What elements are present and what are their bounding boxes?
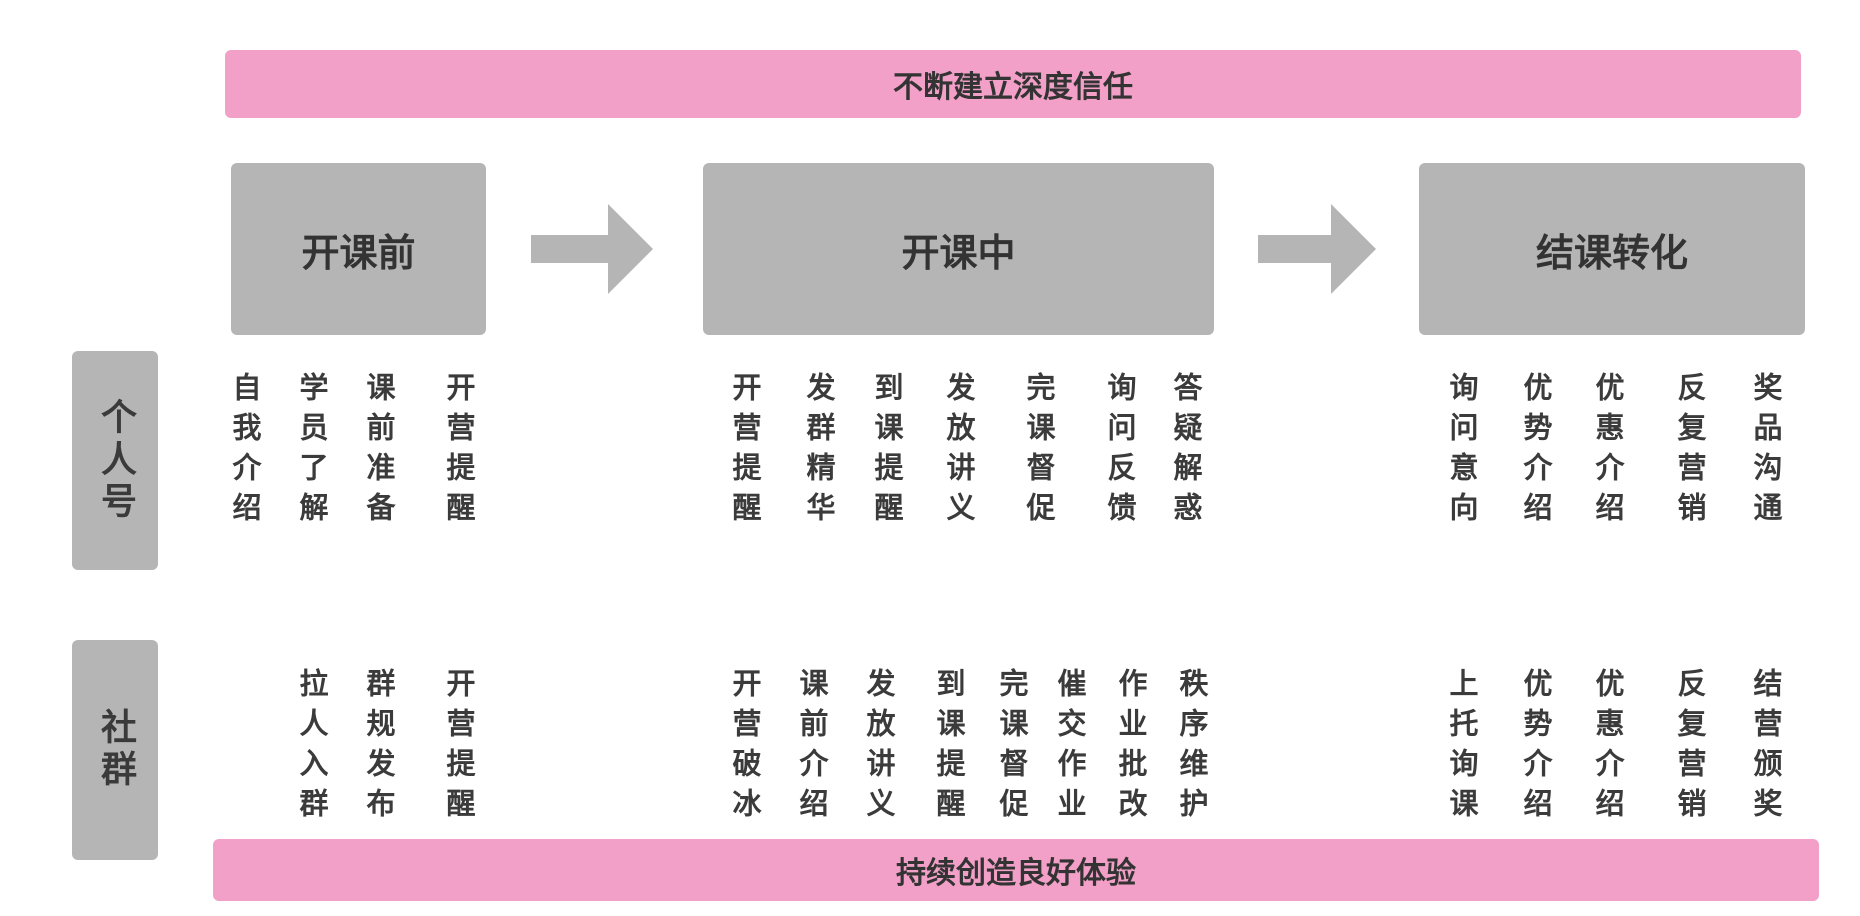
top-banner-label: 不断建立深度信任 bbox=[893, 70, 1133, 105]
task-item: 拉人入群 bbox=[295, 668, 329, 828]
task-item: 优惠介绍 bbox=[1591, 668, 1625, 828]
task-item: 优惠介绍 bbox=[1591, 372, 1625, 532]
right-arrow-icon bbox=[1258, 204, 1376, 294]
bottom-banner-label: 持续创造良好体验 bbox=[896, 856, 1136, 891]
task-item: 课前准备 bbox=[362, 372, 396, 532]
task-item: 催交作业 bbox=[1053, 668, 1087, 828]
row-label-personal: 个人号 bbox=[72, 351, 158, 570]
task-item: 结营颁奖 bbox=[1749, 668, 1783, 828]
task-item: 发放讲义 bbox=[862, 668, 896, 828]
task-item: 发群精华 bbox=[802, 372, 836, 532]
task-item: 开营提醒 bbox=[728, 372, 762, 532]
phase-conversion: 结课转化 bbox=[1419, 163, 1805, 335]
task-item: 询问意向 bbox=[1445, 372, 1479, 532]
right-arrow-icon bbox=[531, 204, 653, 294]
task-item: 反复营销 bbox=[1673, 668, 1707, 828]
task-item: 作业批改 bbox=[1114, 668, 1148, 828]
task-item: 优势介绍 bbox=[1519, 668, 1553, 828]
task-item: 奖品沟通 bbox=[1749, 372, 1783, 532]
task-item: 课前介绍 bbox=[795, 668, 829, 828]
task-item: 反复营销 bbox=[1673, 372, 1707, 532]
task-item: 上托询课 bbox=[1445, 668, 1479, 828]
task-item: 到课提醒 bbox=[870, 372, 904, 532]
phase-during-class-label: 开课中 bbox=[901, 230, 1016, 275]
task-item: 开营提醒 bbox=[442, 372, 476, 532]
task-item: 完课督促 bbox=[995, 668, 1029, 828]
task-item: 询问反馈 bbox=[1103, 372, 1137, 532]
task-item: 到课提醒 bbox=[932, 668, 966, 828]
bottom-banner: 持续创造良好体验 bbox=[213, 839, 1819, 901]
task-item: 开营破冰 bbox=[728, 668, 762, 828]
task-item: 发放讲义 bbox=[942, 372, 976, 532]
task-item: 自我介绍 bbox=[228, 372, 262, 532]
task-item: 学员了解 bbox=[295, 372, 329, 532]
row-label-community-text: 社群 bbox=[95, 708, 136, 792]
task-item: 优势介绍 bbox=[1519, 372, 1553, 532]
task-item: 群规发布 bbox=[362, 668, 396, 828]
top-banner: 不断建立深度信任 bbox=[225, 50, 1801, 118]
task-item: 秩序维护 bbox=[1175, 668, 1209, 828]
phase-before-class-label: 开课前 bbox=[301, 230, 416, 275]
task-item: 开营提醒 bbox=[442, 668, 476, 828]
task-item: 答疑解惑 bbox=[1169, 372, 1203, 532]
row-label-personal-text: 个人号 bbox=[95, 397, 136, 524]
phase-before-class: 开课前 bbox=[231, 163, 486, 335]
task-item: 完课督促 bbox=[1022, 372, 1056, 532]
row-label-community: 社群 bbox=[72, 640, 158, 860]
phase-during-class: 开课中 bbox=[703, 163, 1214, 335]
phase-conversion-label: 结课转化 bbox=[1535, 230, 1688, 275]
